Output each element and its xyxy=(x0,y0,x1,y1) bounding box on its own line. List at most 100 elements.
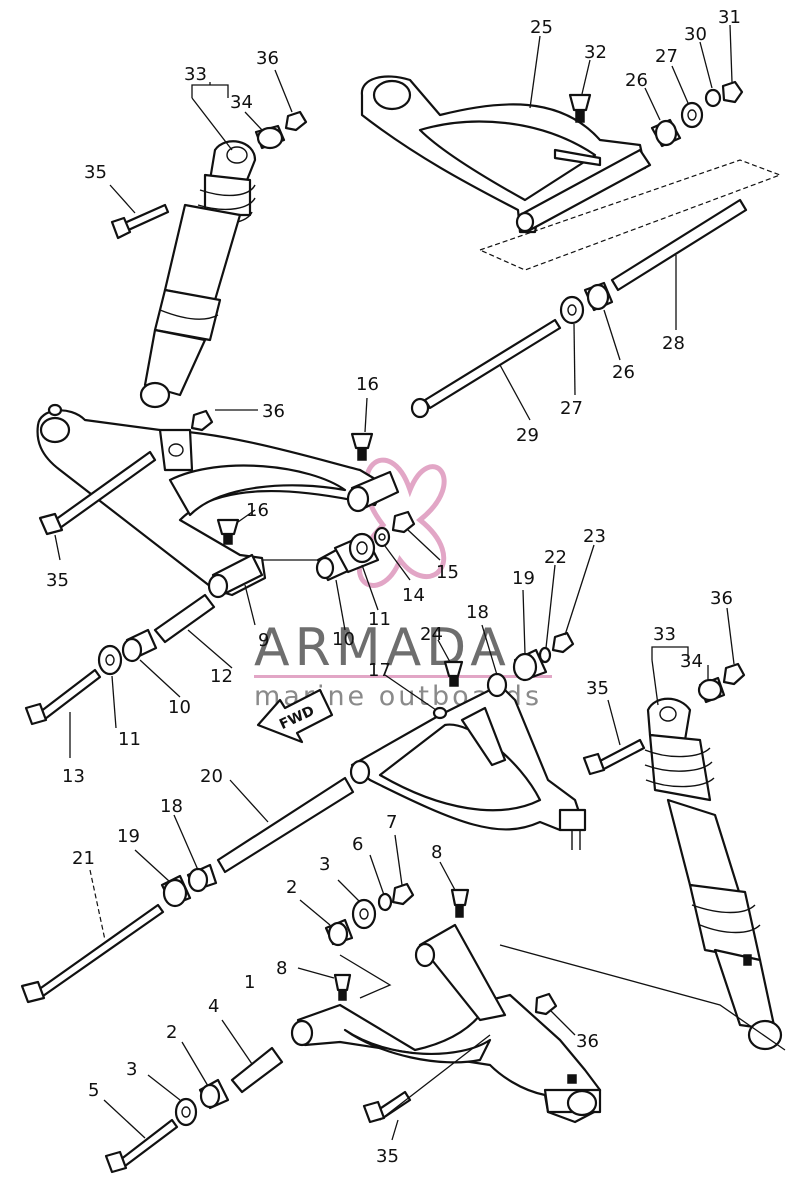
callout-31: 31 xyxy=(718,7,741,28)
nut-36-lower xyxy=(722,662,746,686)
upper-arm-25 xyxy=(360,75,652,234)
callout-36: 36 xyxy=(256,48,279,69)
callout-36: 36 xyxy=(576,1031,599,1052)
nut-7 xyxy=(391,882,415,906)
callout-15: 15 xyxy=(436,562,459,583)
washer-27-lower xyxy=(559,295,585,325)
callout-34: 34 xyxy=(680,651,703,672)
washer-3-lower xyxy=(174,1097,198,1127)
bushing-19-left xyxy=(160,874,192,908)
callout-36: 36 xyxy=(710,588,733,609)
nut-23 xyxy=(551,631,575,654)
shaft-12 xyxy=(153,593,216,644)
bolt-35-upper xyxy=(110,203,170,240)
callout-2: 2 xyxy=(286,877,297,898)
callout-36: 36 xyxy=(262,401,285,422)
callout-7: 7 xyxy=(386,812,397,833)
callout-17: 17 xyxy=(368,660,391,681)
watermark-divider xyxy=(254,675,552,678)
callout-18: 18 xyxy=(160,796,183,817)
bolt-29 xyxy=(410,318,562,419)
callout-6: 6 xyxy=(352,834,363,855)
callout-10: 10 xyxy=(168,697,191,718)
bushing-2-lower xyxy=(198,1078,230,1110)
lower-arm-9 xyxy=(36,403,400,599)
callout-29: 29 xyxy=(516,425,539,446)
callout-30: 30 xyxy=(684,24,707,45)
callout-5: 5 xyxy=(88,1080,99,1101)
shaft-28 xyxy=(610,198,748,292)
washer-22 xyxy=(538,646,552,664)
callout-21: 21 xyxy=(72,848,95,869)
nut-15 xyxy=(391,510,416,534)
callout-27: 27 xyxy=(655,46,678,67)
shaft-4 xyxy=(230,1046,284,1094)
bushing-34-upper xyxy=(254,124,286,150)
collar-26-upper xyxy=(650,118,682,148)
callout-13: 13 xyxy=(62,766,85,787)
grease-nipple-16-upper xyxy=(350,432,374,461)
bushing-18-right xyxy=(486,672,508,698)
callout-16: 16 xyxy=(356,374,379,395)
callout-25: 25 xyxy=(530,17,553,38)
grease-nipple-8-right xyxy=(450,888,470,918)
washer-27-upper xyxy=(680,101,704,129)
callout-32: 32 xyxy=(584,42,607,63)
callout-3: 3 xyxy=(319,854,330,875)
bolt-35-shock xyxy=(582,738,646,776)
nut-36-arm xyxy=(190,409,214,432)
callout-14: 14 xyxy=(402,585,425,606)
bushing-11-upper xyxy=(333,532,380,574)
watermark-logo xyxy=(357,457,447,588)
washer-11-lower xyxy=(97,644,123,676)
grease-nipple-8-left xyxy=(333,973,352,1001)
callout-35: 35 xyxy=(46,570,69,591)
shock-absorber-upper xyxy=(139,140,257,409)
callout-8: 8 xyxy=(431,842,442,863)
callout-28: 28 xyxy=(662,333,685,354)
grease-nipple-32 xyxy=(568,93,592,123)
nut-36-upper xyxy=(284,110,308,132)
bolt-35-arm xyxy=(38,450,157,536)
watermark-brand: ARMADA xyxy=(254,618,511,678)
callout-19: 19 xyxy=(512,568,535,589)
callout-23: 23 xyxy=(583,526,606,547)
callout-4: 4 xyxy=(208,996,219,1017)
bushing-19-right xyxy=(512,648,548,682)
bushing-34-lower xyxy=(697,676,726,704)
nut-36-bottom xyxy=(534,992,558,1016)
bolt-21 xyxy=(20,903,165,1004)
bushing-18-left xyxy=(186,863,218,893)
bushing-2-upper xyxy=(324,918,354,947)
shaft-20 xyxy=(216,776,355,874)
bolt-35-bottom xyxy=(362,1090,412,1124)
grease-nipple-24 xyxy=(443,660,464,687)
washer-30 xyxy=(704,88,722,108)
washer-14 xyxy=(373,526,391,548)
callout-22: 22 xyxy=(544,547,567,568)
collar-26-lower xyxy=(583,281,614,312)
callout-24: 24 xyxy=(420,624,443,645)
callout-19: 19 xyxy=(117,826,140,847)
washer-3-upper xyxy=(351,898,377,930)
callout-1: 1 xyxy=(244,972,255,993)
bolt-13 xyxy=(24,668,102,726)
callout-11: 11 xyxy=(368,609,391,630)
washer-6 xyxy=(377,892,393,912)
callout-35: 35 xyxy=(376,1146,399,1167)
callout-26: 26 xyxy=(612,362,635,383)
callout-34: 34 xyxy=(230,92,253,113)
callout-27: 27 xyxy=(560,398,583,419)
callout-35: 35 xyxy=(84,162,107,183)
callout-9: 9 xyxy=(258,630,269,651)
callout-12: 12 xyxy=(210,666,233,687)
callout-35: 35 xyxy=(586,678,609,699)
callout-16: 16 xyxy=(246,500,269,521)
callout-33: 33 xyxy=(184,64,207,85)
nut-31 xyxy=(721,80,744,104)
callout-10: 10 xyxy=(332,629,355,650)
callout-2: 2 xyxy=(166,1022,177,1043)
lower-arm-1 xyxy=(290,923,602,1124)
callout-11: 11 xyxy=(118,729,141,750)
callout-26: 26 xyxy=(625,70,648,91)
